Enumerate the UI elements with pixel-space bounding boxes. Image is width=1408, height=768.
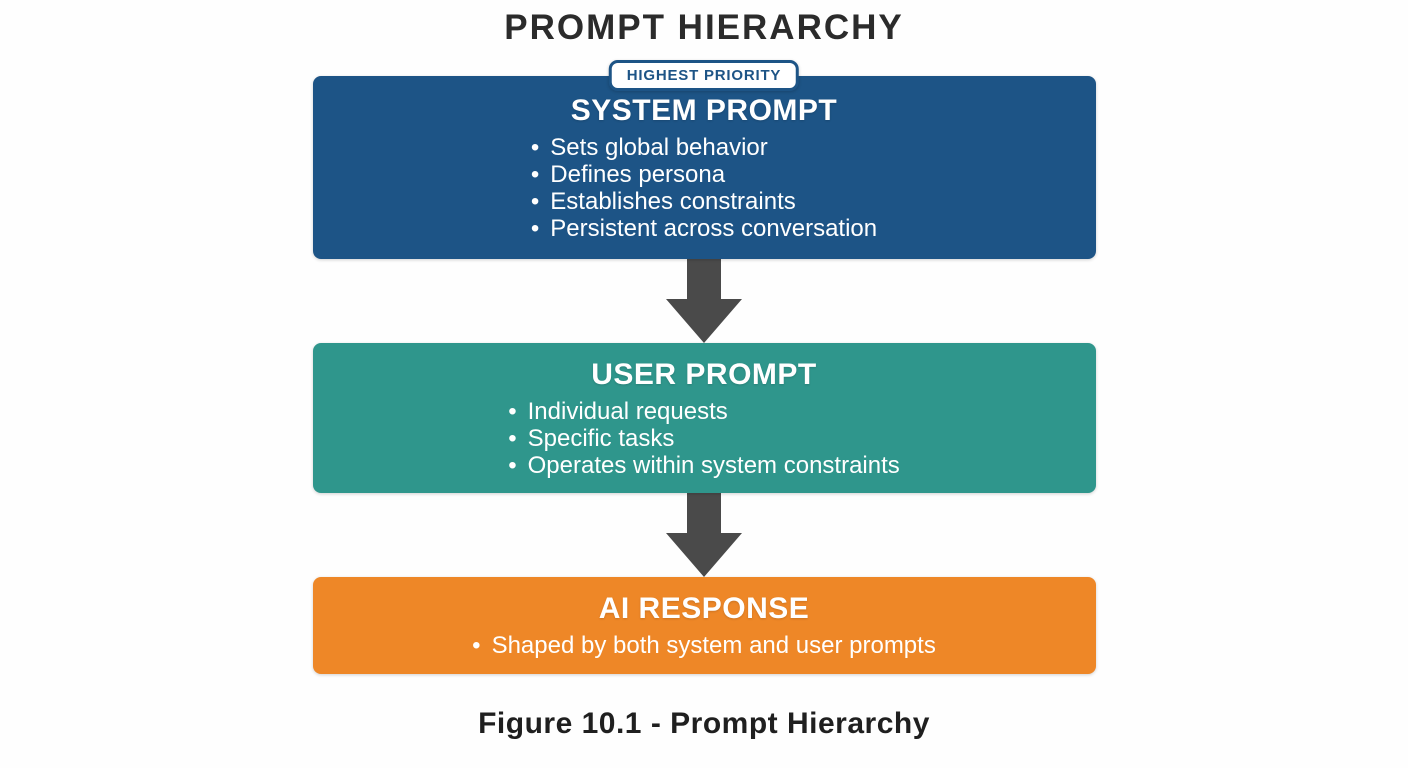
list-item: Individual requests: [508, 398, 900, 425]
ai-response-title: AI RESPONSE: [598, 592, 810, 625]
down-arrow-icon: [666, 493, 742, 577]
user-prompt-list: Individual requests Specific tasks Opera…: [508, 398, 900, 479]
system-prompt-box: HIGHEST PRIORITY SYSTEM PROMPT Sets glob…: [312, 60, 1096, 259]
figure-caption: Figure 10.1 - Prompt Hierarchy: [478, 707, 930, 740]
ai-response-box: AI RESPONSE Shaped by both system and us…: [312, 577, 1096, 674]
system-prompt-list: Sets global behavior Defines persona Est…: [531, 134, 877, 242]
ai-response-list: Shaped by both system and user prompts: [472, 632, 936, 659]
list-item: Establishes constraints: [531, 188, 877, 215]
list-item: Specific tasks: [508, 425, 900, 452]
system-prompt-title: SYSTEM PROMPT: [570, 93, 838, 127]
list-item: Operates within system constraints: [508, 452, 900, 479]
user-prompt-title: USER PROMPT: [591, 357, 817, 391]
user-prompt-box: USER PROMPT Individual requests Specific…: [312, 343, 1096, 493]
highest-priority-badge: HIGHEST PRIORITY: [608, 60, 800, 91]
list-item: Shaped by both system and user prompts: [472, 632, 936, 659]
hierarchy-flow: HIGHEST PRIORITY SYSTEM PROMPT Sets glob…: [0, 60, 1408, 674]
down-arrow-icon: [666, 259, 742, 343]
list-item: Persistent across conversation: [531, 215, 877, 242]
list-item: Sets global behavior: [531, 134, 877, 161]
page-title: PROMPT HIERARCHY: [504, 8, 904, 47]
list-item: Defines persona: [531, 161, 877, 188]
